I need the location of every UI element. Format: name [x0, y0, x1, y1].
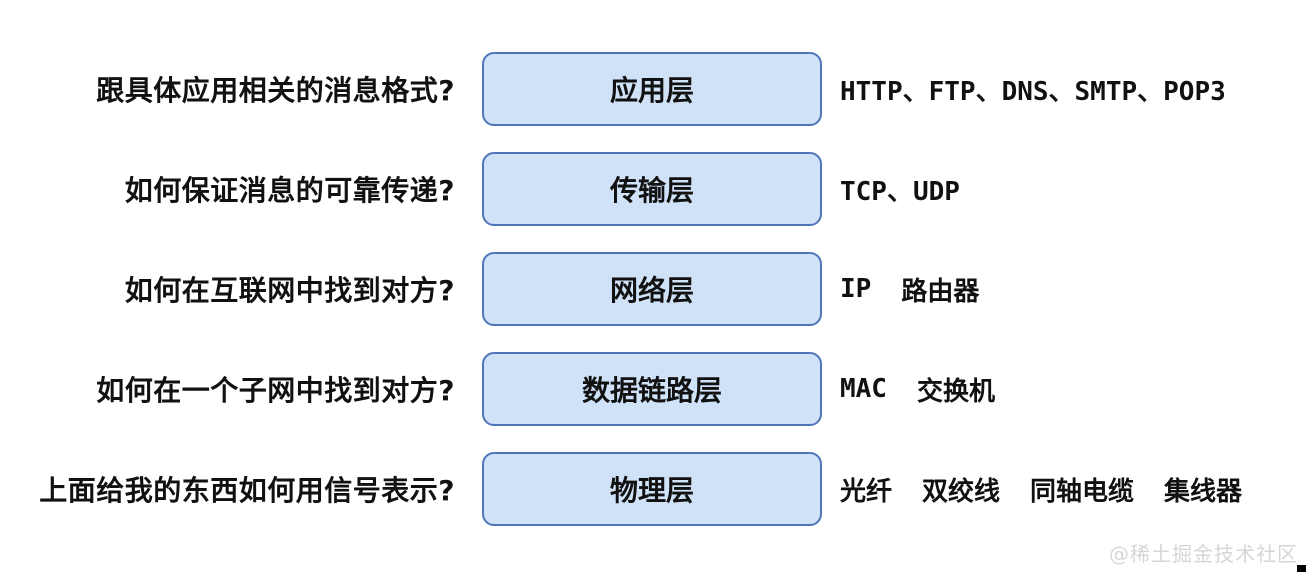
layer-rows: 跟具体应用相关的消息格式? 应用层 HTTP、FTP、DNS、SMTP、POP3… — [0, 52, 1242, 526]
layer-protocols: IP 路由器 — [840, 271, 979, 308]
layer-box-label: 传输层 — [609, 174, 694, 207]
medium-item: 同轴电缆 — [1030, 476, 1135, 507]
layer-question: 如何在互联网中找到对方? — [124, 274, 455, 307]
layer-box-transport: 传输层 — [482, 152, 822, 226]
layer-protocols: HTTP、FTP、DNS、SMTP、POP3 — [840, 71, 1226, 108]
layer-question: 如何保证消息的可靠传递? — [124, 174, 455, 207]
layer-question: 上面给我的东西如何用信号表示? — [39, 474, 455, 507]
protocol-item: MAC — [840, 374, 887, 404]
protocol-item: TCP、UDP — [840, 176, 960, 207]
protocol-item: IP — [840, 274, 872, 304]
device-item: 交换机 — [916, 376, 995, 407]
layer-box-datalink: 数据链路层 — [482, 352, 822, 426]
layer-box-label: 数据链路层 — [581, 374, 722, 407]
layer-row-application: 跟具体应用相关的消息格式? 应用层 HTTP、FTP、DNS、SMTP、POP3 — [0, 52, 1242, 126]
layer-box-label: 应用层 — [609, 74, 694, 107]
layer-question: 如何在一个子网中找到对方? — [96, 374, 455, 407]
layer-row-network: 如何在互联网中找到对方? 网络层 IP 路由器 — [0, 252, 1242, 326]
corner-mark — [1297, 565, 1306, 572]
layer-question: 跟具体应用相关的消息格式? — [96, 74, 455, 107]
layer-protocols: 光纤 双绞线 同轴电缆 集线器 — [840, 471, 1242, 508]
medium-item: 集线器 — [1164, 476, 1243, 507]
protocol-item: HTTP、FTP、DNS、SMTP、POP3 — [840, 76, 1226, 107]
layer-box-label: 网络层 — [609, 274, 694, 307]
layer-box-network: 网络层 — [482, 252, 822, 326]
medium-item: 光纤 — [840, 476, 893, 507]
layer-box-application: 应用层 — [482, 52, 822, 126]
layer-box-label: 物理层 — [609, 474, 694, 507]
medium-item: 双绞线 — [922, 476, 1001, 507]
layer-row-transport: 如何保证消息的可靠传递? 传输层 TCP、UDP — [0, 152, 1242, 226]
layer-row-physical: 上面给我的东西如何用信号表示? 物理层 光纤 双绞线 同轴电缆 集线器 — [0, 452, 1242, 526]
watermark: @稀土掘金技术社区 — [1109, 542, 1298, 566]
layer-protocols: TCP、UDP — [840, 171, 960, 208]
layer-protocols: MAC 交换机 — [840, 371, 995, 408]
layer-box-physical: 物理层 — [482, 452, 822, 526]
device-item: 路由器 — [901, 276, 980, 307]
layer-row-datalink: 如何在一个子网中找到对方? 数据链路层 MAC 交换机 — [0, 352, 1242, 426]
